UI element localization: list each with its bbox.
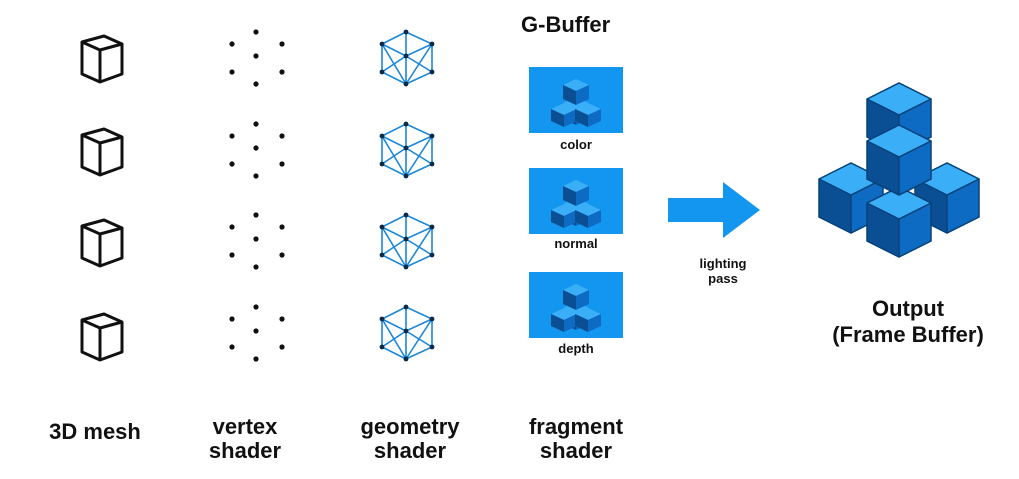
gbuffer-normal-label: normal	[554, 236, 598, 251]
mesh-cube-icon	[80, 34, 124, 84]
lighting-arrow-icon	[668, 182, 760, 238]
fragment-label: fragment shader	[506, 415, 646, 463]
geometry-wireframe-icon	[378, 120, 436, 180]
vertex-label-line1: vertex	[212, 414, 278, 439]
cubes-icon	[551, 284, 601, 332]
vertex-label: vertex shader	[190, 415, 300, 463]
fragment-label-line1: fragment	[528, 414, 624, 439]
geometry-column	[378, 28, 436, 363]
vertex-points-icon	[229, 304, 285, 362]
gbuffer-normal-tile	[529, 168, 623, 234]
gbuffer-color-tile	[529, 67, 623, 133]
mesh-column	[80, 34, 124, 362]
mesh-cube-icon	[80, 218, 124, 268]
geometry-wireframe-icon	[378, 28, 436, 88]
vertex-points-icon	[229, 212, 285, 270]
fragment-label-line2: shader	[539, 438, 613, 463]
output-label: Output (Frame Buffer)	[808, 296, 1008, 348]
geometry-label-line1: geometry	[360, 414, 460, 439]
gbuffer-depth-tile	[529, 272, 623, 338]
mesh-label: 3D mesh	[30, 420, 160, 444]
lighting-pass-label: lighting pass	[688, 256, 758, 286]
mesh-cube-icon	[80, 127, 124, 177]
gbuffer-color-label: color	[560, 137, 592, 152]
cubes-icon	[551, 79, 601, 127]
lighting-line1: lighting	[699, 256, 747, 271]
vertex-points-icon	[229, 121, 285, 179]
gbuffer-title: G-Buffer	[521, 12, 611, 37]
output-line2: (Frame Buffer)	[832, 322, 984, 347]
geometry-wireframe-icon	[378, 303, 436, 363]
vertex-column	[229, 29, 285, 362]
mesh-cube-icon	[80, 312, 124, 362]
output-cubes-icon	[818, 82, 980, 258]
geometry-wireframe-icon	[378, 211, 436, 271]
vertex-label-line2: shader	[208, 438, 282, 463]
geometry-label: geometry shader	[340, 415, 480, 463]
output-line1: Output	[871, 296, 945, 321]
mesh-label-text: 3D mesh	[49, 419, 141, 444]
gbuffer-depth-label: depth	[558, 341, 594, 356]
geometry-label-line2: shader	[373, 438, 447, 463]
vertex-points-icon	[229, 29, 285, 87]
cubes-icon	[551, 180, 601, 228]
lighting-line2: pass	[708, 271, 738, 286]
